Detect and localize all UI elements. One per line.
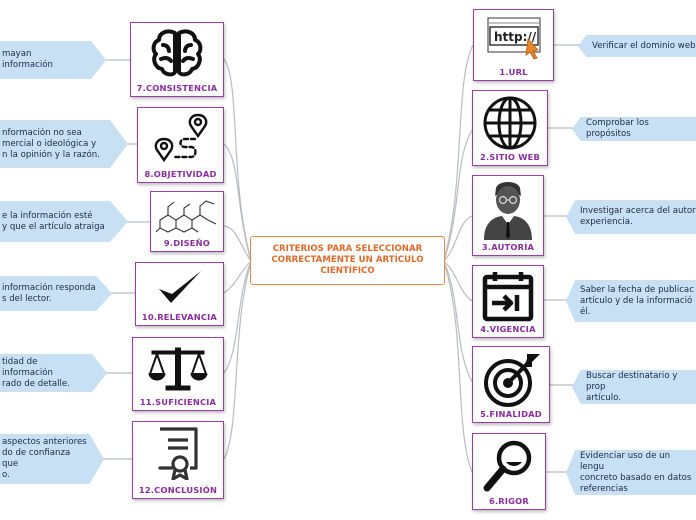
criterion-consistencia[interactable]: 7.CONSISTENCIA	[130, 22, 224, 97]
target-icon	[473, 351, 549, 409]
criterion-rigor[interactable]: 6.RIGOR	[472, 433, 546, 510]
note-vigencia[interactable]: Saber la fecha de publicac artículo y de…	[566, 280, 696, 322]
criterion-label: 6.RIGOR	[488, 496, 530, 506]
calendar-enter-icon	[473, 270, 543, 322]
criterion-label: 10.RELEVANCIA	[141, 312, 218, 322]
criterion-url[interactable]: http:// 1.URL	[473, 9, 554, 81]
central-topic[interactable]: CRITERIOS PARA SELECCIONAR CORRECTAMENTE…	[250, 236, 445, 285]
molecule-icon	[151, 196, 223, 234]
criterion-label: 1.URL	[499, 67, 528, 77]
note-url[interactable]: Verificar el dominio web	[578, 35, 696, 57]
note-sitio-web[interactable]: Comprobar los propósitos	[572, 117, 696, 141]
route-pins-icon	[138, 112, 223, 166]
criterion-autoria[interactable]: 3.AUTORÍA	[472, 175, 544, 256]
criterion-label: 8.OBJETIVIDAD	[144, 169, 217, 179]
note-relevancia[interactable]: información responda s del lector.	[0, 276, 112, 311]
criterion-label: 4.VIGENCIA	[480, 324, 536, 334]
note-objetividad[interactable]: nformación no sea mercial o ideológica y…	[0, 120, 128, 168]
criterion-vigencia[interactable]: 4.VIGENCIA	[472, 265, 544, 338]
criterion-diseno[interactable]: 9.DISEÑO	[150, 191, 224, 252]
author-icon	[473, 180, 543, 240]
brain-icon	[131, 27, 223, 79]
criterion-label: 11.SUFICIENCIA	[139, 397, 217, 407]
checkmark-icon	[136, 267, 223, 309]
note-consistencia[interactable]: mayan información	[0, 41, 106, 79]
criterion-label: 2.SITIO WEB	[479, 152, 541, 162]
note-diseno[interactable]: e la información esté y que el artículo …	[0, 201, 128, 242]
criterion-sitio-web[interactable]: 2.SITIO WEB	[472, 90, 548, 166]
criterion-label: 9.DISEÑO	[163, 238, 211, 248]
criterion-relevancia[interactable]: 10.RELEVANCIA	[135, 262, 224, 326]
note-autoria[interactable]: Investigar acerca del autor experiencia.	[566, 200, 696, 234]
scales-icon	[133, 342, 223, 392]
note-suficiencia[interactable]: tidad de información rado de detalle.	[0, 354, 107, 392]
criterion-objetividad[interactable]: 8.OBJETIVIDAD	[137, 107, 224, 183]
criterion-suficiencia[interactable]: 11.SUFICIENCIA	[132, 337, 224, 411]
note-conclusion[interactable]: aspectos anteriores do de confianza que …	[0, 434, 104, 484]
globe-icon	[473, 95, 547, 151]
note-rigor[interactable]: Evidenciar uso de un lengu concreto basa…	[566, 450, 696, 495]
criterion-label: 7.CONSISTENCIA	[136, 83, 218, 93]
criterion-label: 12.CONCLUSIÓN	[138, 485, 218, 495]
criterion-finalidad[interactable]: 5.FINALIDAD	[472, 346, 550, 423]
certificate-icon	[133, 426, 223, 480]
note-finalidad[interactable]: Buscar destinatario y prop artículo.	[572, 370, 696, 404]
criterion-label: 5.FINALIDAD	[480, 409, 542, 419]
url-browser-icon: http://	[474, 14, 553, 64]
magnifier-icon	[473, 438, 545, 496]
criterion-conclusion[interactable]: 12.CONCLUSIÓN	[132, 421, 224, 499]
criterion-label: 3.AUTORÍA	[481, 242, 535, 252]
url-text: http://	[494, 30, 537, 44]
